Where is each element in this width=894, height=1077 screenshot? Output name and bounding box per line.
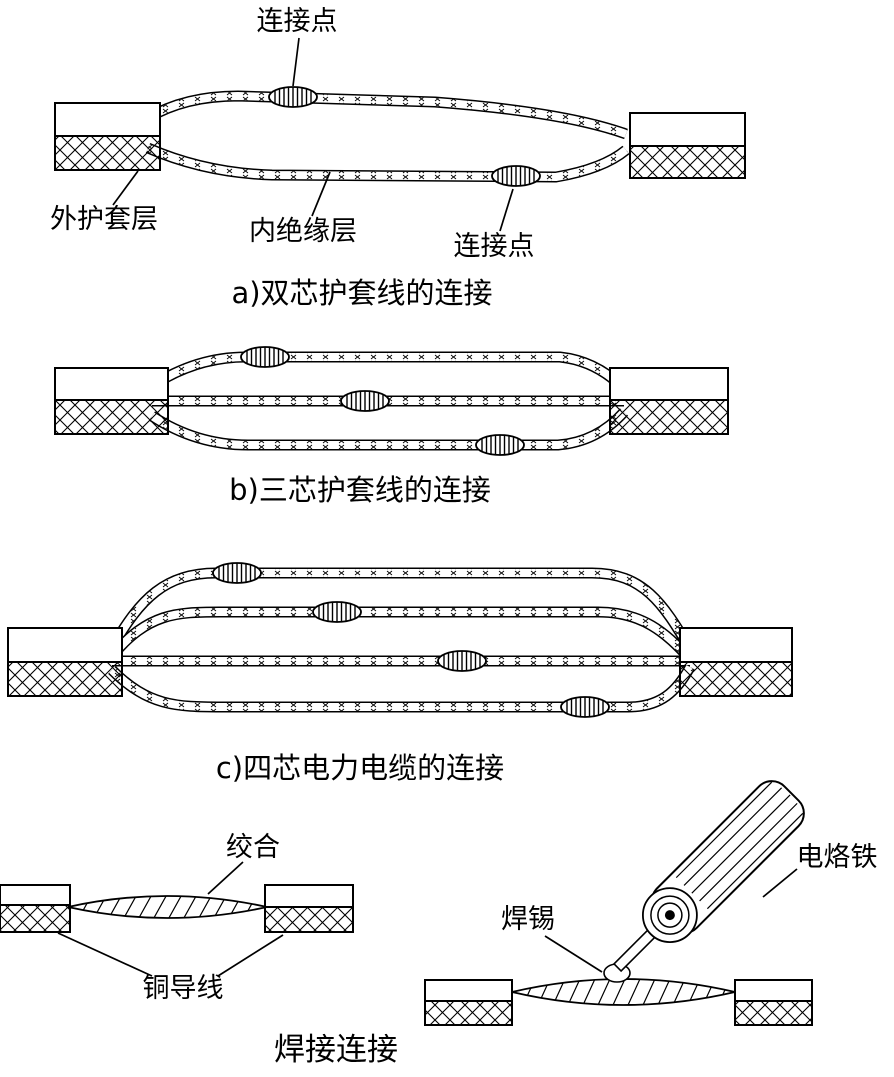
label-inner-insulation: 内绝缘层 [249,216,357,247]
leader-line [57,932,153,977]
soldering-iron-face-ring [657,902,683,928]
twisted-joint [67,895,268,919]
soldering-iron-face-ring [650,895,690,935]
label-twist: 绞合 [226,832,280,863]
soldering-iron-face-center [664,910,675,921]
label-connection-point-bottom: 连接点 [454,231,535,262]
right-cable [609,367,729,435]
leader-line [207,861,244,895]
wire-2 [112,612,690,659]
wire-upper [148,96,626,134]
right-cable [679,627,793,697]
label-soldering-iron: 电烙铁 [797,842,878,873]
right-cable [734,979,813,1026]
caption-solder-section: 焊接连接 [274,1032,398,1068]
diagram-solder-connection: 焊锡 电烙铁 [424,780,878,1026]
connector-coil [268,86,318,108]
left-cable [424,979,513,1026]
caption-diagram-a: a)双芯护套线的连接 [231,276,492,310]
label-connection-point-top: 连接点 [257,6,338,37]
caption-diagram-c: c)四芯电力电缆的连接 [216,751,504,785]
leader-line [311,171,331,217]
soldering-iron [612,780,805,973]
connector-coil [212,562,262,584]
twisted-joint [511,978,736,1006]
wire-bottom [152,412,624,445]
soldering-iron-body-lines [675,781,804,910]
leader-line [112,170,139,206]
connector-coil [312,601,362,623]
wire-top [152,357,624,389]
leader-line [217,934,284,977]
right-cable [629,112,746,179]
left-cable [7,627,123,697]
diagram-b-three-core-connection: b)三芯护套线的连接 [54,346,729,507]
left-cable [54,102,161,171]
wire-lower [148,148,626,177]
diagram-a-two-core-connection: 连接点 外护套层 内绝缘层 连接点 a)双芯护套线的连接 [50,6,746,310]
left-cable [0,884,71,933]
leader-line [499,188,514,232]
right-cable [264,884,354,933]
diagram-twist-connection: 绞合 铜导线 [0,832,354,1004]
label-outer-sheath: 外护套层 [50,204,158,235]
connector-coil [560,696,610,718]
label-solder: 焊锡 [501,904,555,935]
connector-coil [240,346,290,368]
connector-coil [475,434,525,456]
connector-coil [340,390,390,412]
diagram-c-four-core-connection: c)四芯电力电缆的连接 [7,562,793,785]
connector-coil [491,165,541,187]
caption-diagram-b: b)三芯护套线的连接 [229,473,491,507]
left-cable [54,367,169,435]
leader-line [292,37,300,87]
connector-coil [437,650,487,672]
label-copper-wires: 铜导线 [143,973,224,1004]
leader-line [762,868,798,898]
leader-line [544,935,603,973]
